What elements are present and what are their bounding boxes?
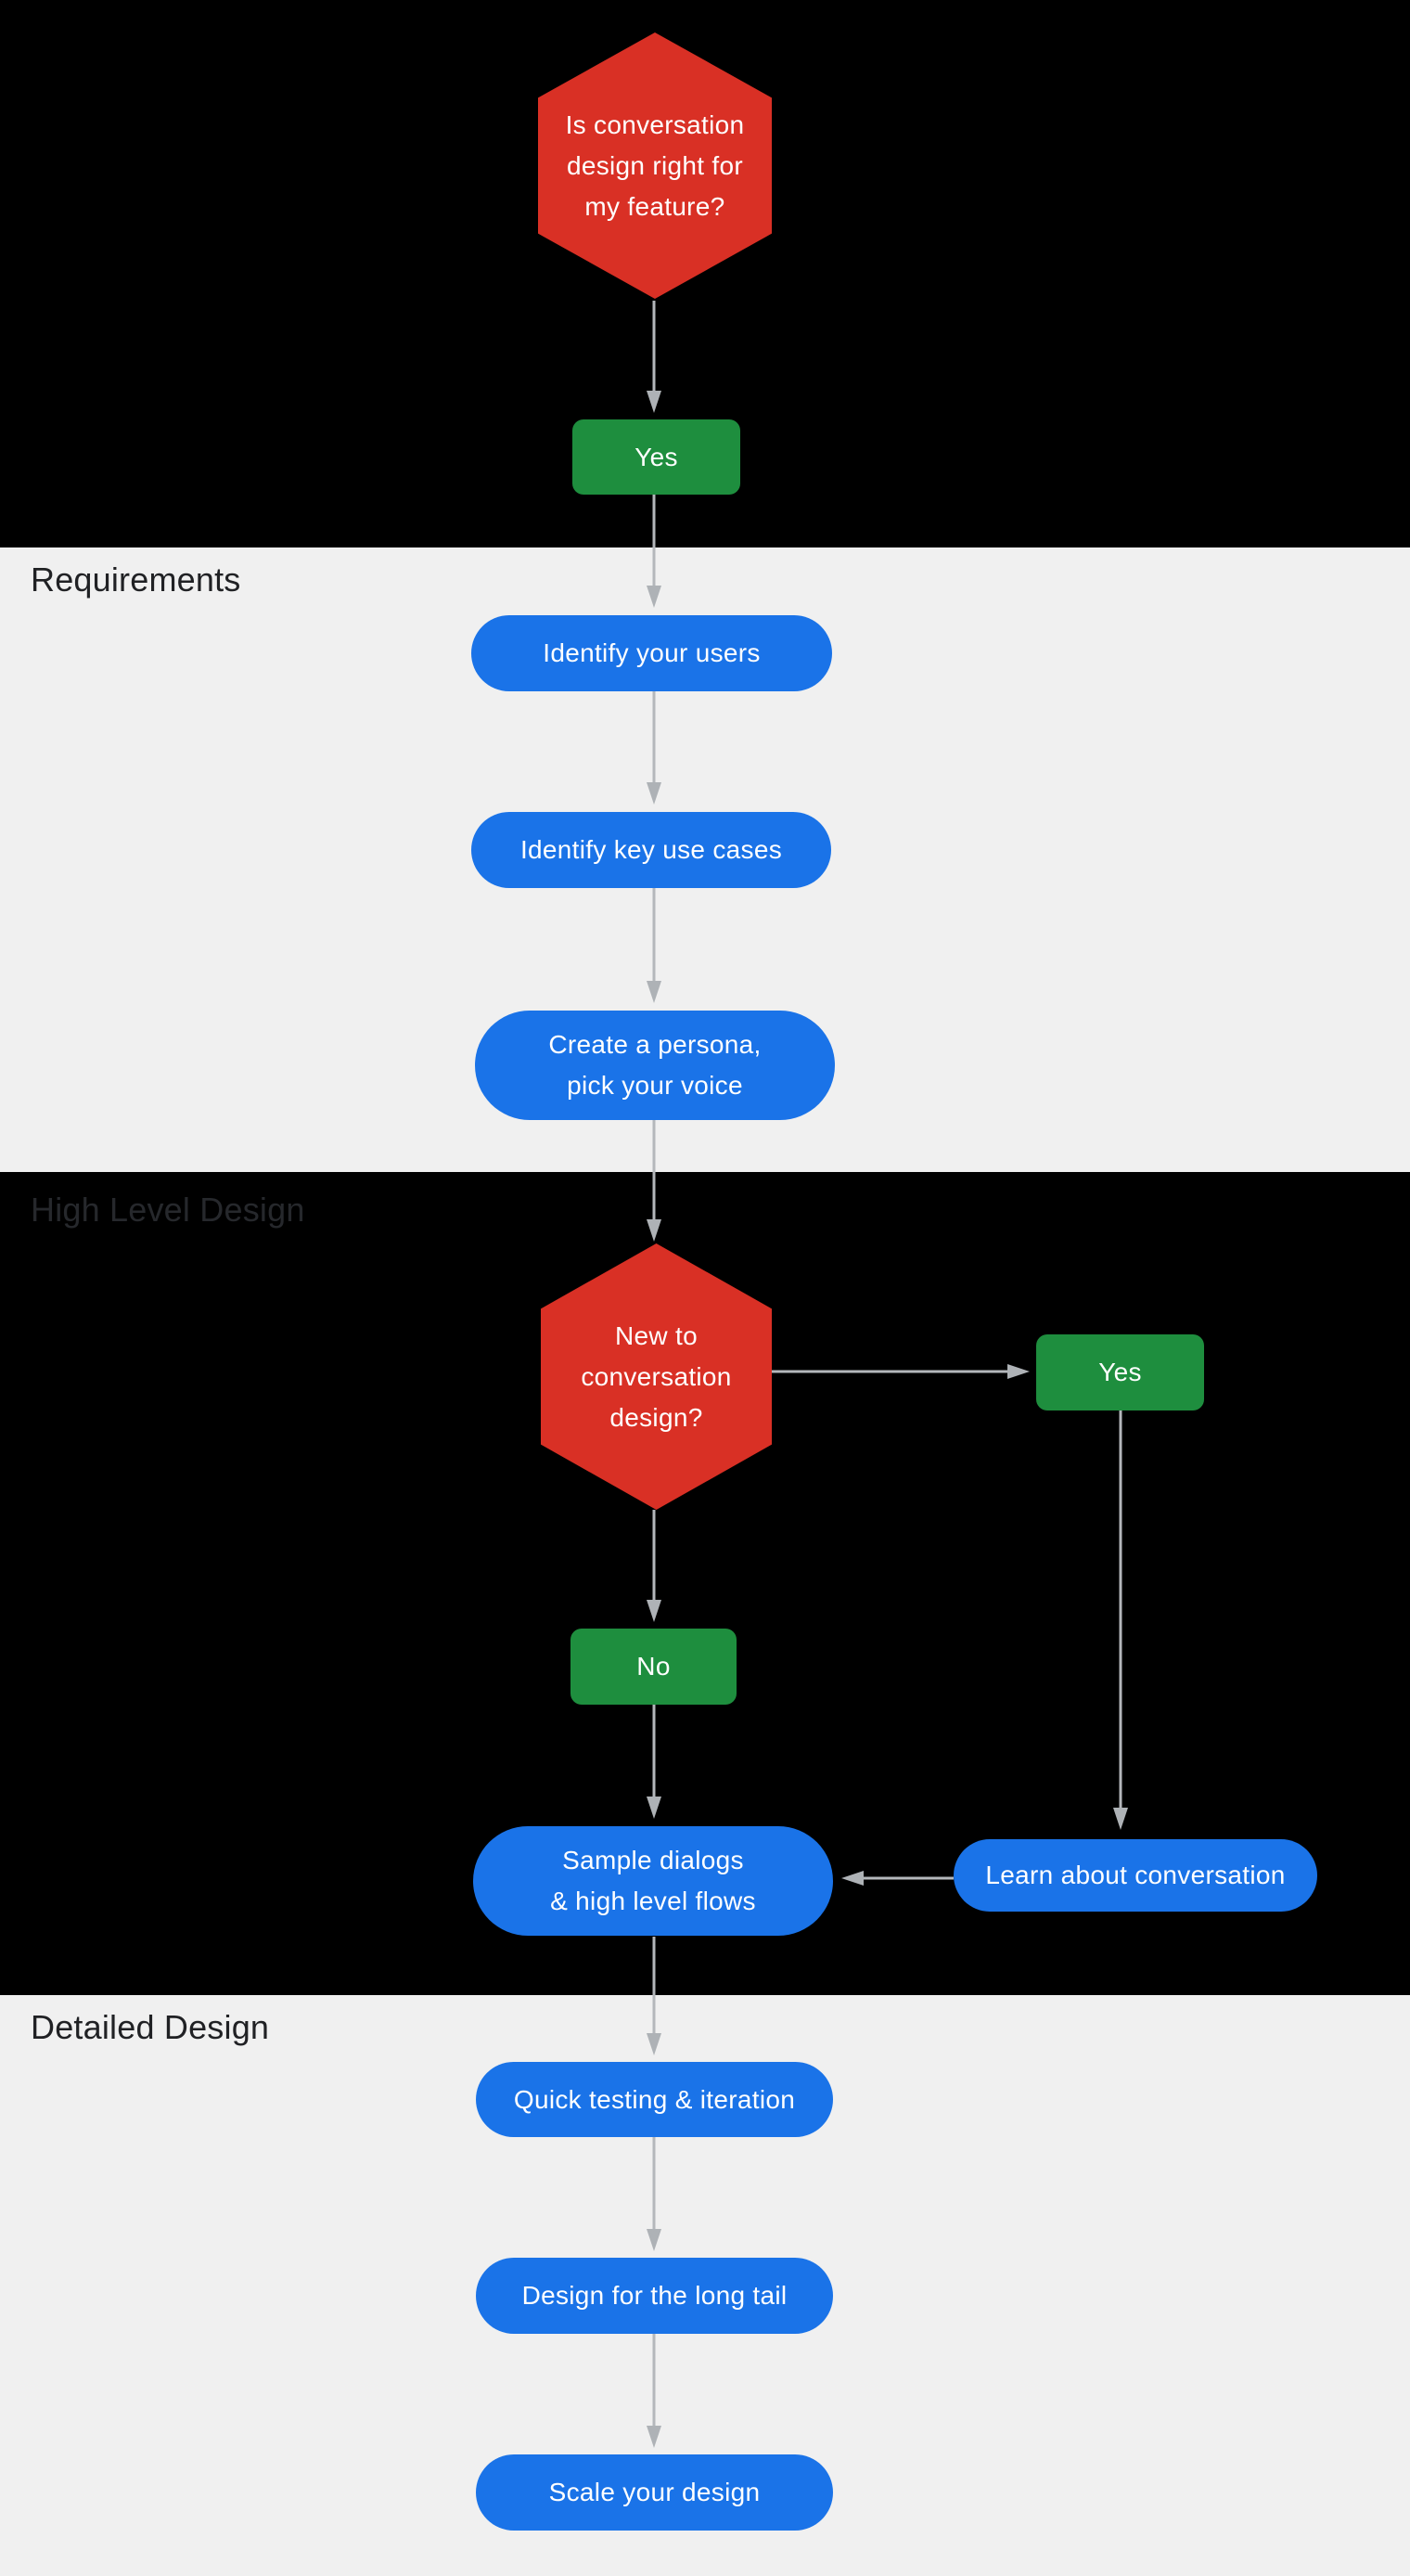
section-label-detailed-design: Detailed Design xyxy=(31,2008,270,2046)
step-identify-key-use-cases[interactable]: Identify key use cases xyxy=(471,812,831,888)
step-learn-about-conversation[interactable]: Learn about conversation xyxy=(954,1839,1317,1912)
answer-yes-button[interactable]: Yes xyxy=(572,419,740,495)
answer-no-button[interactable]: No xyxy=(570,1629,737,1705)
step-design-for-long-tail[interactable]: Design for the long tail xyxy=(476,2258,833,2334)
step-scale-your-design[interactable]: Scale your design xyxy=(476,2454,833,2531)
answer-yes-button-2[interactable]: Yes xyxy=(1036,1334,1204,1410)
step-quick-testing-iteration[interactable]: Quick testing & iteration xyxy=(476,2062,833,2137)
section-label-high-level-design: High Level Design xyxy=(31,1191,305,1229)
step-create-persona-pick-voice[interactable]: Create a persona, pick your voice xyxy=(475,1011,835,1120)
step-sample-dialogs-high-level-flows[interactable]: Sample dialogs & high level flows xyxy=(473,1826,833,1936)
decision-new-to-conversation-design: New to conversation design? xyxy=(541,1243,772,1510)
step-identify-your-users[interactable]: Identify your users xyxy=(471,615,832,691)
section-label-requirements: Requirements xyxy=(31,560,241,599)
decision-is-conversation-design-right: Is conversation design right for my feat… xyxy=(538,32,772,299)
